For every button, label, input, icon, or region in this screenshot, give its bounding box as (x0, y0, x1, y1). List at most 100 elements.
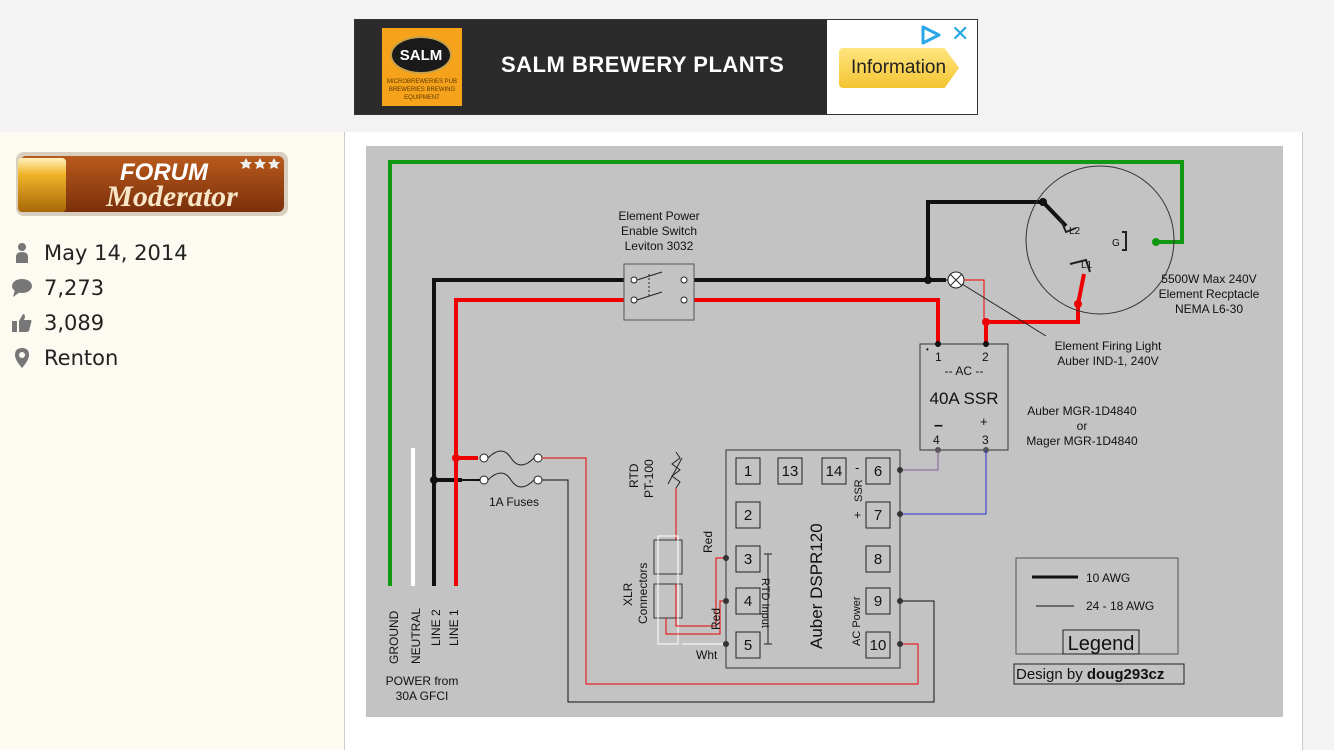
svg-text:Connectors: Connectors (636, 563, 650, 624)
svg-text:6: 6 (874, 463, 882, 480)
power-source-labels: GROUND NEUTRAL LINE 2 LINE 1 POWER from … (386, 608, 461, 703)
stat-likes: 3,089 (10, 308, 104, 338)
wiring-diagram-svg: Element Power Enable Switch Leviton 3032… (386, 160, 1260, 703)
svg-text:L1: L1 (1081, 260, 1093, 271)
thumbs-up-icon (12, 314, 32, 332)
svg-text:1: 1 (744, 463, 752, 480)
svg-text:3: 3 (744, 551, 752, 568)
svg-text:XLR: XLR (621, 582, 635, 606)
svg-text:+: + (980, 414, 988, 429)
power-switch (623, 263, 695, 321)
svg-text:-- AC --: -- AC -- (945, 364, 984, 378)
badge-line1: FORUM (120, 159, 209, 186)
svg-text:Auber IND-1, 240V: Auber IND-1, 240V (1057, 354, 1158, 368)
svg-text:5: 5 (744, 637, 752, 654)
xlr-connectors: XLR Connectors (621, 535, 683, 645)
wiring-diagram[interactable]: Element Power Enable Switch Leviton 3032… (366, 146, 1283, 717)
svg-text:L2: L2 (1069, 226, 1081, 237)
svg-text:1A Fuses: 1A Fuses (489, 495, 539, 509)
salm-logo: SALM MICROBREWERIES PUB BREWERIES BREWIN… (382, 28, 462, 106)
line2-wire (432, 278, 624, 586)
svg-text:1: 1 (935, 350, 942, 364)
svg-text:Mager MGR-1D4840: Mager MGR-1D4840 (1026, 434, 1138, 448)
receptacle-label: 5500W Max 240V Element Recptacle NEMA L6… (1159, 272, 1260, 316)
svg-text:Auber MGR-1D4840: Auber MGR-1D4840 (1027, 404, 1137, 418)
user-sidebar: FORUM Moderator May 14, 2014 7,273 3,089… (0, 132, 345, 750)
ad-title: SALM BREWERY PLANTS (501, 52, 785, 77)
svg-text:Red: Red (709, 608, 723, 630)
svg-text:9: 9 (874, 593, 882, 610)
terminal-blocks: 1 13 14 6 2 7 3 8 4 9 5 10 (735, 457, 891, 659)
svg-text:Element Firing Light: Element Firing Light (1055, 339, 1162, 353)
speech-bubble-icon (12, 279, 32, 297)
svg-text:3: 3 (982, 433, 989, 447)
legend: 10 AWG 24 - 18 AWG Legend (1015, 557, 1179, 655)
svg-text:2: 2 (982, 350, 989, 364)
svg-text:–: – (934, 417, 943, 434)
beer-mug-icon (18, 158, 66, 212)
stat-joined: May 14, 2014 (10, 238, 188, 268)
advertisement[interactable]: SALM MICROBREWERIES PUB BREWERIES BREWIN… (354, 19, 978, 115)
rtd-sensor: RTD PT-100 (627, 451, 683, 498)
svg-text:30A GFCI: 30A GFCI (396, 689, 449, 703)
svg-text:LINE 2: LINE 2 (429, 609, 443, 646)
light-label: Element Firing Light Auber IND-1, 240V (1055, 339, 1162, 368)
ssr-box (919, 343, 1009, 451)
close-ad-icon[interactable]: ✕ (951, 22, 970, 47)
svg-text:RTD: RTD (627, 463, 641, 488)
svg-text:Element Recptacle: Element Recptacle (1159, 287, 1260, 301)
joined-date: May 14, 2014 (44, 241, 188, 265)
user-icon (16, 243, 28, 263)
svg-text:Leviton 3032: Leviton 3032 (625, 239, 694, 253)
svg-text:NEUTRAL: NEUTRAL (409, 608, 423, 664)
svg-text:Wht: Wht (696, 648, 718, 662)
map-pin-icon (15, 348, 29, 368)
fuses: 1A Fuses (462, 450, 543, 509)
location: Renton (44, 346, 119, 370)
nema-receptacle (1025, 165, 1175, 315)
svg-text:RTD Input: RTD Input (759, 578, 771, 628)
svg-text:Legend: Legend (1068, 633, 1135, 655)
svg-text:•: • (926, 345, 929, 354)
stat-location: Renton (10, 343, 118, 373)
controller-label: Auber DSPR120 (807, 523, 826, 649)
ssr-model-label: Auber MGR-1D4840 or Mager MGR-1D4840 (1026, 404, 1138, 448)
svg-text:AC Power: AC Power (851, 596, 863, 646)
salm-logo-mark: SALM (390, 36, 452, 74)
ad-banner-area: SALM MICROBREWERIES PUB BREWERIES BREWIN… (0, 0, 1334, 132)
svg-text:Enable Switch: Enable Switch (621, 224, 697, 238)
svg-text:Element Power: Element Power (618, 209, 699, 223)
svg-text:5500W Max 240V: 5500W Max 240V (1161, 272, 1256, 286)
information-button[interactable]: Information (839, 48, 959, 88)
svg-text:SSR: SSR (853, 479, 865, 502)
badge-line2: Moderator (105, 180, 238, 213)
svg-text:2: 2 (744, 507, 752, 524)
svg-text:-: - (855, 460, 859, 475)
svg-text:8: 8 (874, 551, 882, 568)
svg-text:POWER from: POWER from (386, 674, 459, 688)
svg-text:14: 14 (826, 463, 843, 480)
switch-label: Element Power Enable Switch Leviton 3032 (618, 209, 699, 253)
svg-text:4: 4 (933, 433, 940, 447)
ground-wire (388, 160, 1184, 586)
stat-messages: 7,273 (10, 273, 104, 303)
svg-text:PT-100: PT-100 (642, 459, 656, 498)
svg-text:LINE 1: LINE 1 (447, 609, 461, 646)
svg-text:4: 4 (744, 593, 752, 610)
svg-text:or: or (1077, 419, 1088, 433)
svg-text:13: 13 (782, 463, 799, 480)
svg-text:GROUND: GROUND (387, 610, 401, 664)
svg-text:NEMA L6-30: NEMA L6-30 (1175, 302, 1243, 316)
line1-wire (454, 298, 624, 586)
svg-text:24 - 18 AWG: 24 - 18 AWG (1086, 599, 1154, 613)
svg-text:7: 7 (874, 507, 882, 524)
svg-text:G: G (1112, 238, 1120, 249)
user-title-clipped (45, 122, 51, 132)
svg-text:+: + (854, 508, 861, 522)
ad-cta-panel: ✕ Information (827, 20, 977, 114)
salm-logo-tagline: MICROBREWERIES PUB BREWERIES BREWING EQU… (386, 79, 457, 101)
svg-text:10 AWG: 10 AWG (1086, 571, 1130, 585)
adchoices-icon[interactable] (920, 25, 942, 45)
svg-text:Design by doug293cz: Design by doug293cz (1016, 666, 1164, 683)
svg-text:Red: Red (701, 531, 715, 553)
